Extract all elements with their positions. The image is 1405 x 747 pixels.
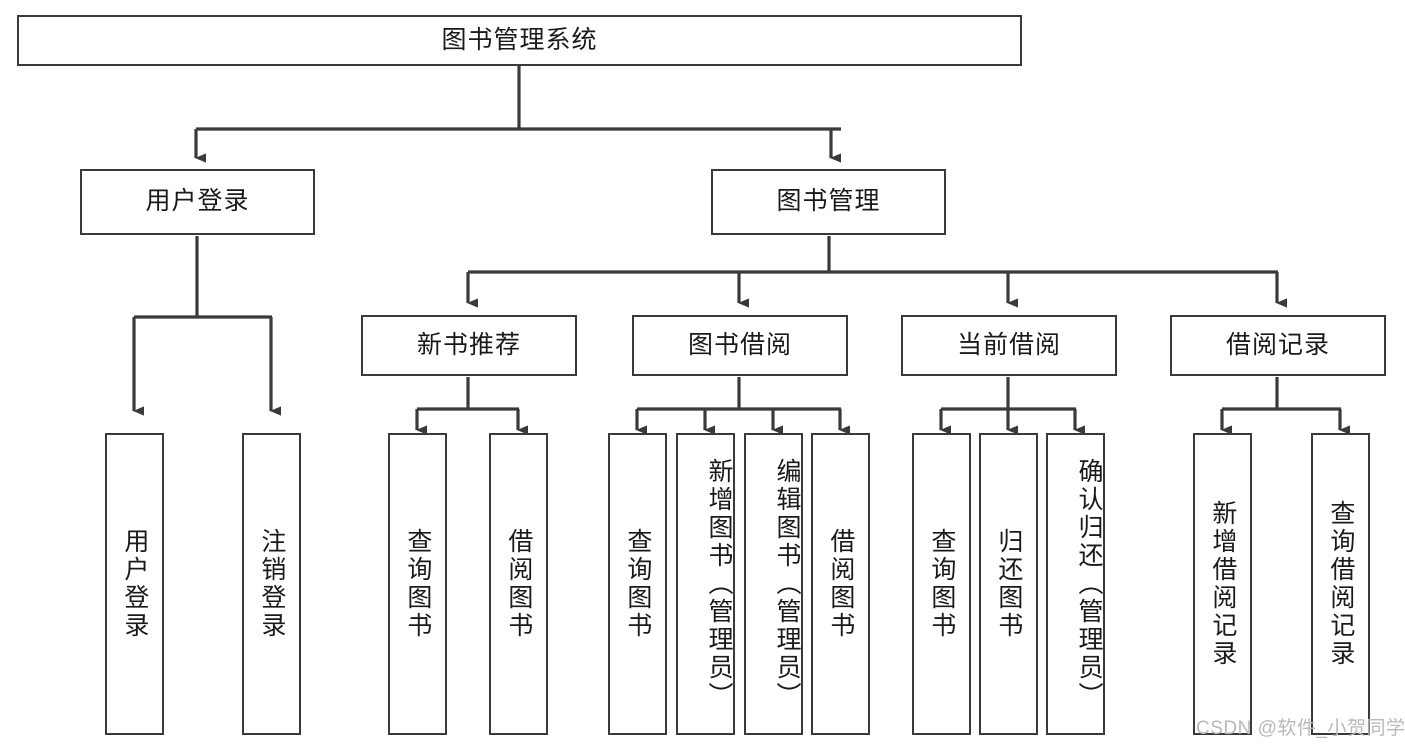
- node-leaf-query-book-current[interactable]: 查询图书: [912, 433, 971, 735]
- node-label: 注销登录: [257, 528, 286, 640]
- node-label: 借阅图书: [826, 528, 855, 640]
- node-label: 编辑图书（管理员）: [773, 458, 801, 710]
- node-label: 新书推荐: [416, 330, 521, 359]
- edges-newbook-to-leaves: [415, 377, 528, 435]
- node-current-borrow[interactable]: 当前借阅: [901, 315, 1117, 376]
- node-leaf-query-borrow-record[interactable]: 查询借阅记录: [1311, 433, 1370, 735]
- node-label: 当前借阅: [956, 330, 1061, 359]
- node-book-management[interactable]: 图书管理: [711, 169, 946, 235]
- node-label: 图书借阅: [687, 330, 792, 359]
- node-label: 图书管理: [776, 187, 881, 216]
- node-label: 归还图书: [994, 528, 1023, 640]
- node-label: 查询图书: [403, 528, 432, 640]
- edges-currentborrow-to-leaves: [939, 377, 1085, 435]
- node-leaf-add-book-admin[interactable]: 新增图书（管理员）: [676, 433, 735, 735]
- node-label: 新增借阅记录: [1208, 500, 1237, 668]
- node-label: 用户登录: [120, 528, 149, 640]
- edges-root-to-level2: [194, 66, 841, 163]
- node-root-library-management-system[interactable]: 图书管理系统: [17, 15, 1022, 66]
- edges-borrowrecords-to-leaves: [1220, 377, 1350, 435]
- node-leaf-logout[interactable]: 注销登录: [242, 433, 301, 735]
- node-leaf-user-login[interactable]: 用户登录: [105, 433, 164, 735]
- node-book-borrow[interactable]: 图书借阅: [632, 315, 848, 376]
- edges-bookmgmt-to-level3: [466, 236, 1287, 308]
- node-leaf-add-borrow-record[interactable]: 新增借阅记录: [1193, 433, 1252, 735]
- node-new-book-recommendation[interactable]: 新书推荐: [361, 315, 577, 376]
- node-label: 用户登录: [145, 187, 250, 216]
- node-leaf-borrow-book[interactable]: 借阅图书: [811, 433, 870, 735]
- node-label: 新增图书（管理员）: [705, 458, 733, 710]
- node-leaf-confirm-return-admin[interactable]: 确认归还（管理员）: [1046, 433, 1105, 735]
- node-label: 查询图书: [927, 528, 956, 640]
- node-leaf-query-book-recommend[interactable]: 查询图书: [388, 433, 447, 735]
- node-label: 查询借阅记录: [1326, 500, 1355, 668]
- edges-bookborrow-to-leaves: [635, 377, 850, 435]
- node-label: 确认归还（管理员）: [1075, 458, 1103, 710]
- node-borrow-records[interactable]: 借阅记录: [1170, 315, 1386, 376]
- node-label: 借阅记录: [1225, 330, 1330, 359]
- csdn-watermark: CSDN @软件_小贺同学: [1196, 718, 1405, 739]
- node-label: 查询图书: [623, 528, 652, 640]
- node-leaf-edit-book-admin[interactable]: 编辑图书（管理员）: [744, 433, 803, 735]
- edges-userlogin-to-leaves: [132, 236, 281, 416]
- node-label: 借阅图书: [504, 528, 533, 640]
- node-label: 图书管理系统: [441, 25, 598, 54]
- node-leaf-query-book-borrow[interactable]: 查询图书: [608, 433, 667, 735]
- node-user-login[interactable]: 用户登录: [80, 169, 315, 235]
- node-leaf-return-book[interactable]: 归还图书: [979, 433, 1038, 735]
- node-leaf-borrow-book-recommend[interactable]: 借阅图书: [489, 433, 548, 735]
